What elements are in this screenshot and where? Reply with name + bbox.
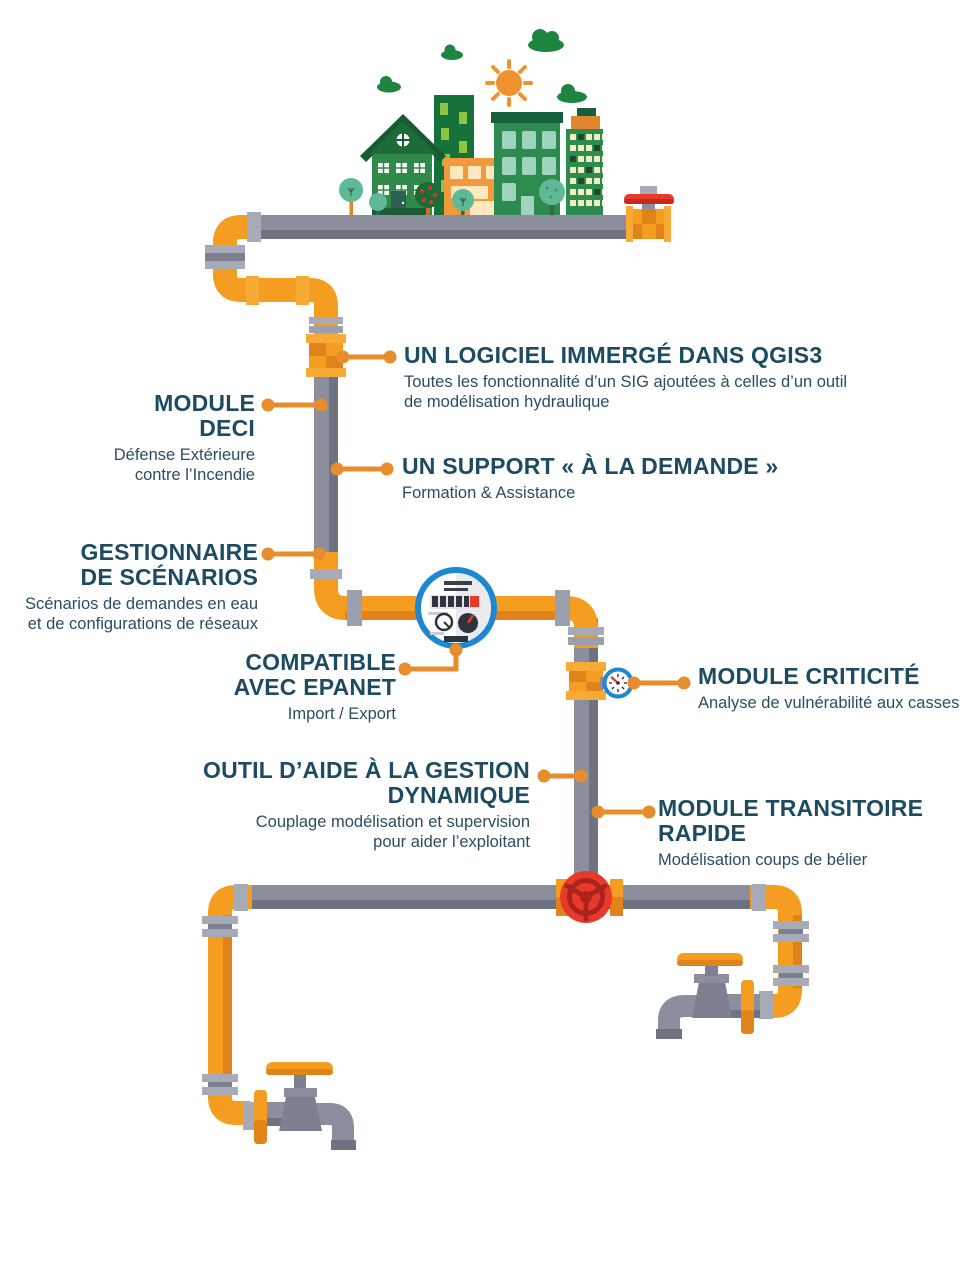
feature-transitoire: MODULE TRANSITOIRE RAPIDE Modélisation c…	[658, 796, 958, 870]
connector-epanet	[398, 643, 463, 676]
sun-icon	[485, 59, 533, 107]
shutoff-valve-icon	[624, 186, 674, 242]
feature-subtitle: Formation & Assistance	[402, 484, 576, 502]
feature-subtitle: Analyse de vulnérabilité aux casses	[698, 694, 960, 712]
faucet-right-icon	[656, 953, 773, 1039]
feature-epanet: COMPATIBLE AVEC EPANET Import / Export	[146, 650, 396, 724]
tree-icon	[369, 193, 387, 215]
feature-subtitle: Toutes les fonctionnalité d’un SIG ajout…	[404, 373, 848, 411]
feature-title: GESTIONNAIRE DE SCÉNARIOS	[80, 539, 258, 590]
feature-gestion: OUTIL D’AIDE À LA GESTION DYNAMIQUE Coup…	[170, 758, 530, 852]
feature-subtitle: Scénarios de demandes en eau et de confi…	[25, 595, 258, 633]
feature-scenarios: GESTIONNAIRE DE SCÉNARIOS Scénarios de d…	[18, 540, 258, 634]
feature-subtitle: Import / Export	[287, 705, 396, 723]
connector-scenarios	[261, 547, 326, 561]
feature-subtitle: Couplage modélisation et supervision pou…	[255, 813, 530, 851]
connector-deci	[261, 398, 328, 412]
water-meter-icon	[415, 567, 497, 649]
connector-transitoire	[591, 805, 656, 819]
connector-criticite	[627, 676, 691, 690]
feature-title: MODULE TRANSITOIRE RAPIDE	[658, 795, 924, 846]
valve-wheel-icon	[556, 871, 623, 923]
connector-lines	[261, 350, 691, 819]
feature-subtitle: Modélisation coups de bélier	[658, 851, 868, 869]
feature-support: UN SUPPORT « À LA DEMANDE » Formation & …	[402, 454, 822, 503]
city-illustration	[339, 29, 603, 215]
tree-icon	[415, 182, 441, 215]
connector-qgis	[336, 350, 397, 364]
feature-title: OUTIL D’AIDE À LA GESTION DYNAMIQUE	[202, 757, 530, 808]
connector-gestion	[537, 769, 588, 783]
tree-icon	[539, 179, 565, 215]
pipe-network	[202, 212, 809, 1125]
faucet-left-icon	[243, 1062, 356, 1150]
feature-subtitle: Défense Extérieure contre l’Incendie	[113, 446, 255, 484]
tree-icon	[452, 189, 474, 215]
tree-icon	[339, 178, 363, 215]
pipe-couplings	[202, 212, 809, 1095]
building-icon	[566, 108, 603, 215]
pipe-couplings-orange	[246, 276, 606, 700]
feature-title: MODULE CRITICITÉ	[698, 663, 920, 689]
feature-title: UN SUPPORT « À LA DEMANDE »	[402, 453, 779, 479]
feature-qgis: UN LOGICIEL IMMERGÉ DANS QGIS3 Toutes le…	[404, 343, 884, 412]
feature-title: MODULE DECI	[154, 390, 255, 441]
feature-title: COMPATIBLE AVEC EPANET	[233, 649, 396, 700]
pressure-gauge-icon	[600, 667, 634, 699]
connector-support	[330, 462, 394, 476]
feature-title: UN LOGICIEL IMMERGÉ DANS QGIS3	[404, 342, 823, 368]
feature-criticite: MODULE CRITICITÉ Analyse de vulnérabilit…	[698, 664, 968, 713]
feature-deci: MODULE DECI Défense Extérieure contre l’…	[40, 391, 255, 485]
cloud-icon	[377, 29, 587, 103]
